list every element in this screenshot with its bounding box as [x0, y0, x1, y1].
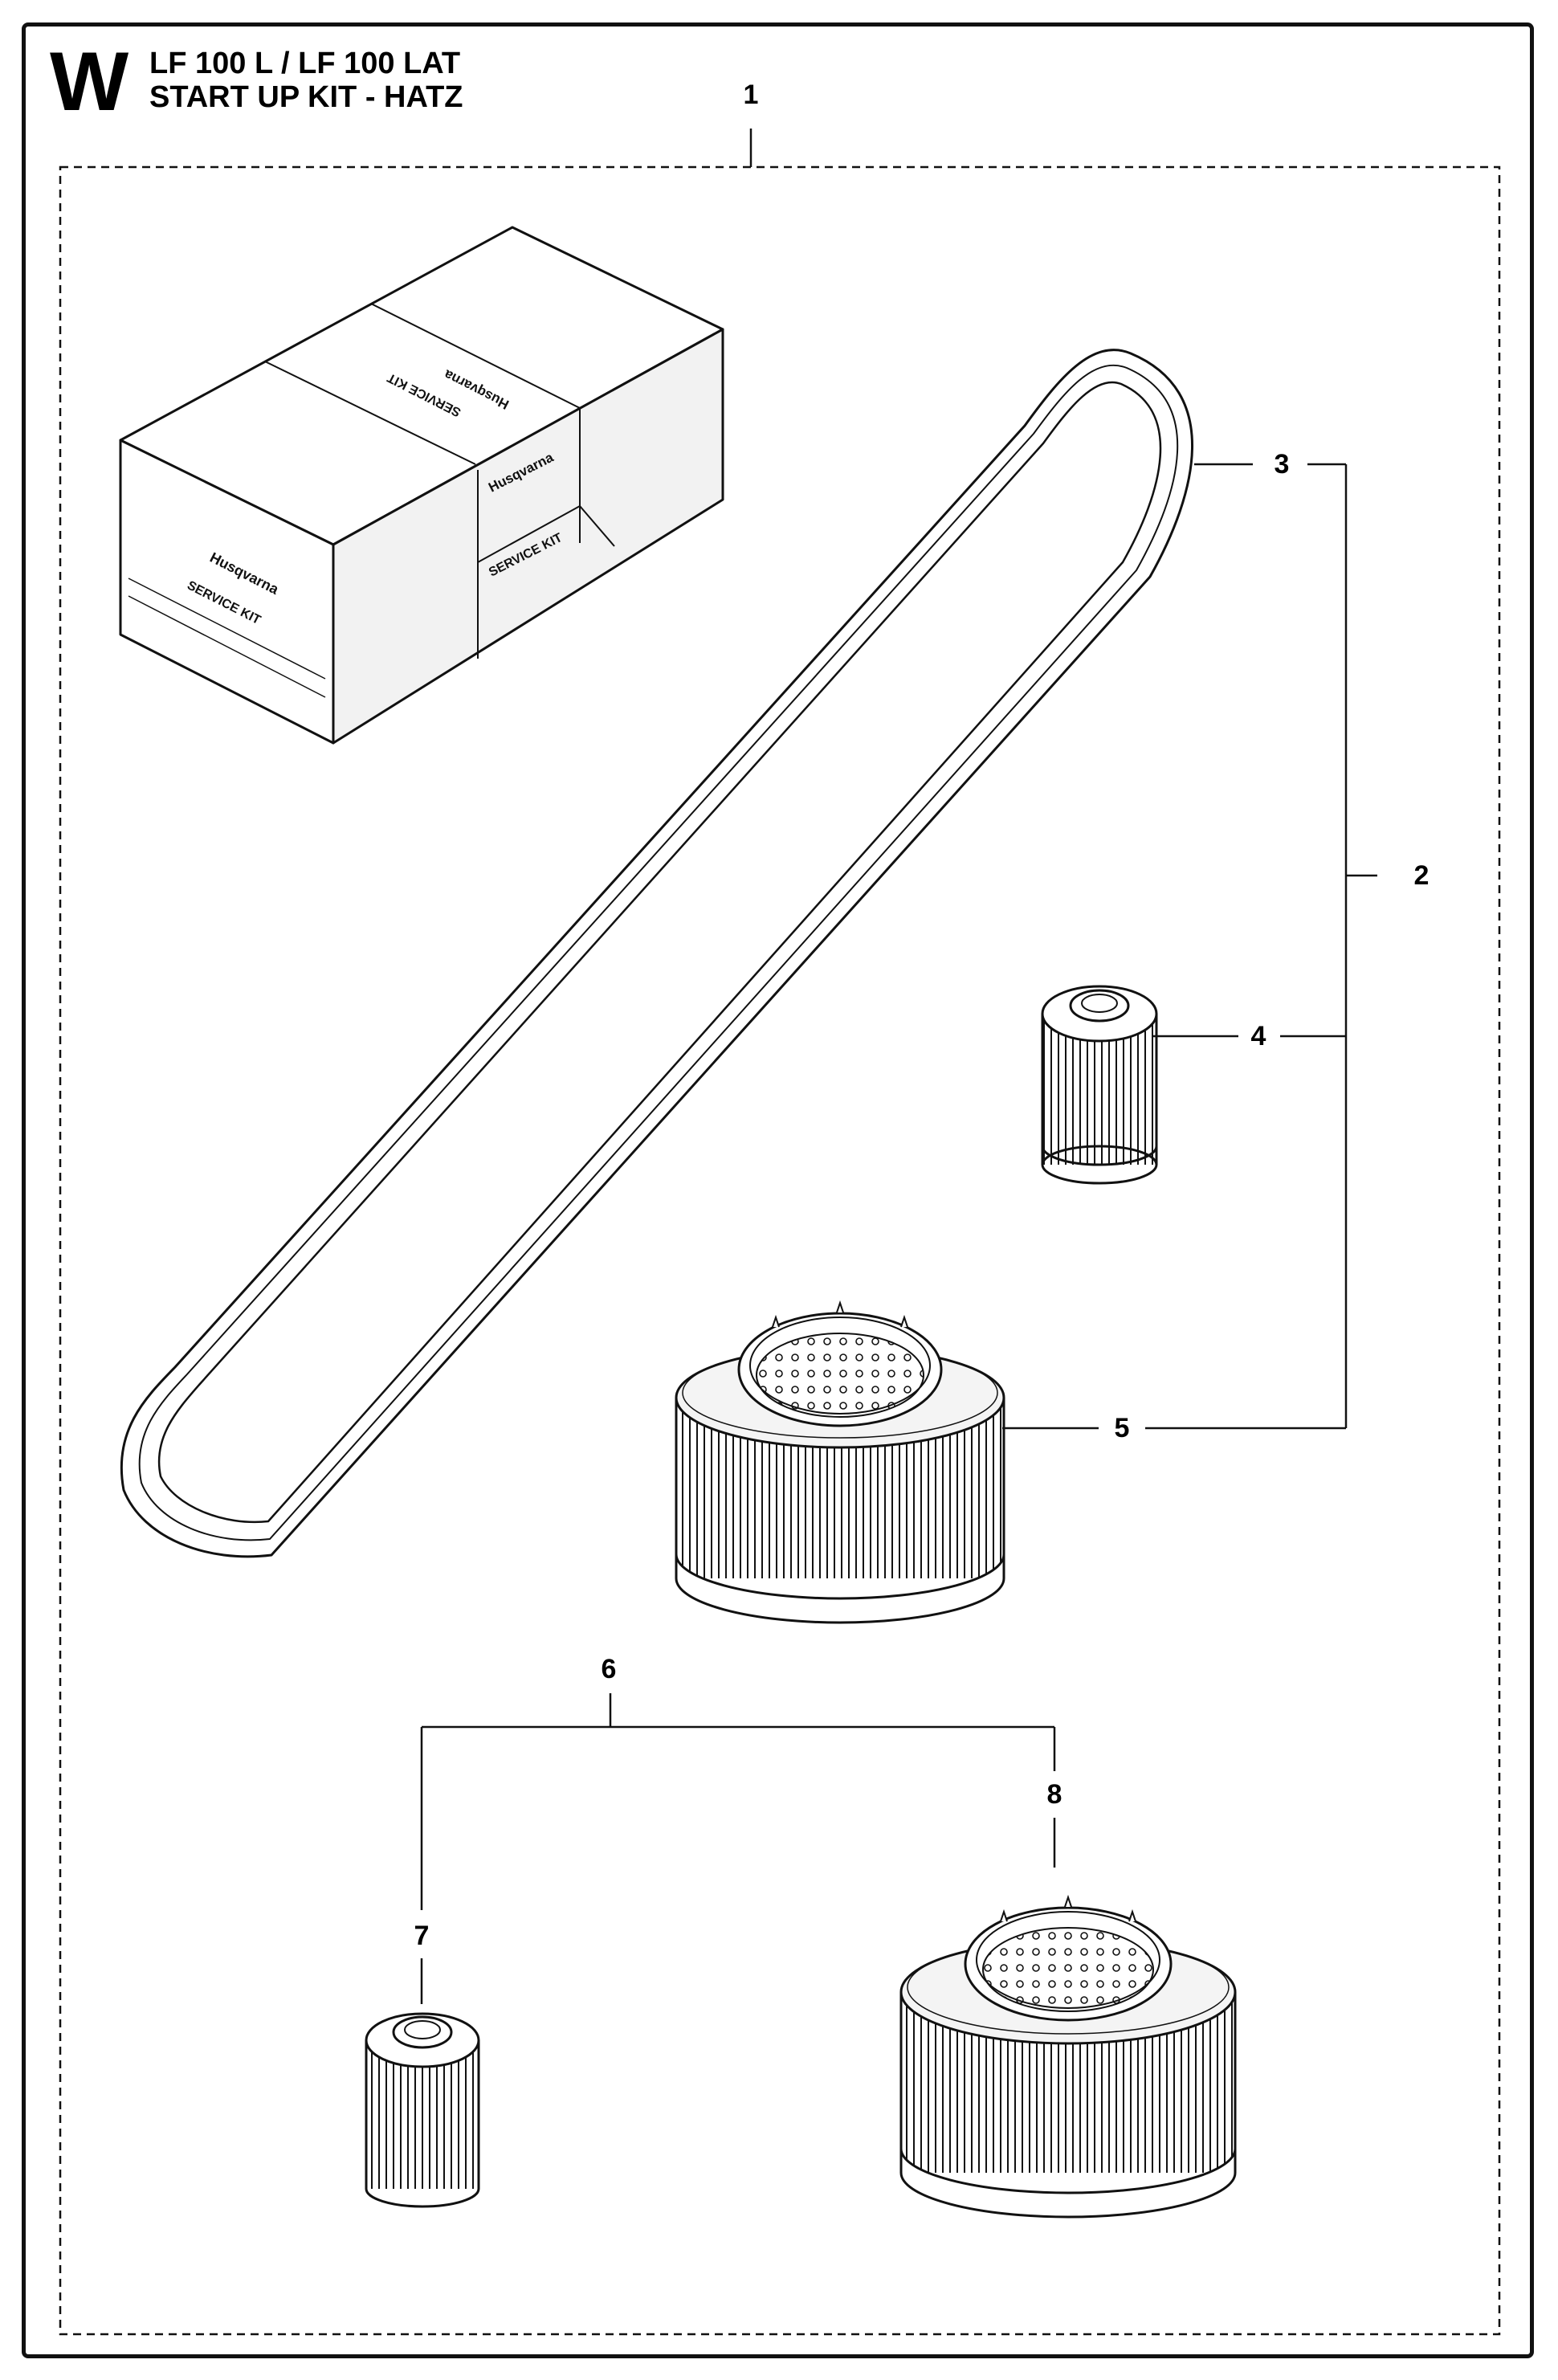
- section-letter: W: [50, 35, 129, 129]
- callout-2: 2: [1413, 860, 1430, 891]
- leader-group-2: [1002, 463, 1377, 1430]
- model-title: LF 100 L / LF 100 LAT: [149, 47, 461, 80]
- kit-title: START UP KIT - HATZ: [149, 80, 463, 114]
- callout-4: 4: [1250, 1021, 1266, 1051]
- page-border: [22, 22, 1534, 2358]
- service-kit-box: [119, 226, 724, 745]
- callout-8: 8: [1046, 1779, 1062, 1810]
- callout-1: 1: [743, 80, 759, 110]
- small-filter-4: [1041, 985, 1158, 1185]
- callout-5: 5: [1114, 1413, 1130, 1443]
- large-filter-5: [675, 1300, 1005, 1624]
- callout-7: 7: [414, 1921, 430, 1951]
- large-filter-8: [899, 1894, 1237, 2219]
- callout-6: 6: [601, 1654, 617, 1684]
- v-belt: [120, 349, 1193, 1558]
- small-filter-7: [365, 2012, 480, 2208]
- callout-3: 3: [1274, 449, 1290, 480]
- leader-group-6: [420, 1693, 1056, 2004]
